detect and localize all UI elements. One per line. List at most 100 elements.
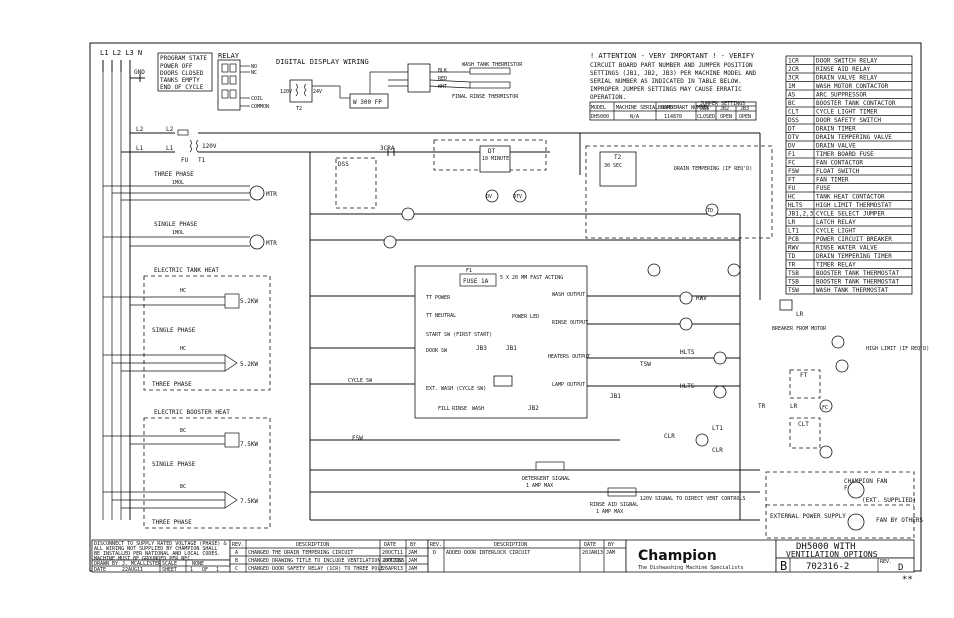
- legend-code: FT: [788, 176, 796, 183]
- svg-text:1 AMP MAX: 1 AMP MAX: [596, 509, 623, 515]
- signal-outputs: DETERGENT SIGNAL 1 AMP MAX RINSE AID SIG…: [522, 461, 745, 515]
- svg-text:EXTERNAL POWER SUPPLY: EXTERNAL POWER SUPPLY: [770, 513, 846, 520]
- latch-relay-block: LR TR LR BREAKER FROM MOTOR HIGH LIMIT (…: [758, 299, 929, 459]
- legend-description: DOOR SAFETY SWITCH: [816, 117, 881, 124]
- svg-text:7.5KW: 7.5KW: [240, 498, 258, 505]
- legend-description: CYCLE SELECT JUMPER: [816, 210, 885, 217]
- svg-text:WASH TANK THERMISTOR: WASH TANK THERMISTOR: [462, 62, 523, 68]
- svg-text:TT POWER: TT POWER: [426, 295, 451, 301]
- svg-text:J. MCALLISTER: J. MCALLISTER: [122, 561, 162, 567]
- legend-code: 2CR: [788, 66, 799, 73]
- svg-text:FSW: FSW: [352, 435, 363, 442]
- svg-text:ELECTRIC BOOSTER HEAT: ELECTRIC BOOSTER HEAT: [154, 409, 230, 416]
- svg-text:1: 1: [216, 567, 219, 573]
- svg-text:SETTINGS (JB1, JB2, JB3) PER M: SETTINGS (JB1, JB2, JB3) PER MACHINE MOD…: [590, 70, 757, 77]
- revision-cell: A: [235, 550, 238, 556]
- svg-text:The Dishwashing Machine Specia: The Dishwashing Machine Specialists: [638, 565, 743, 571]
- svg-text:DIGITAL DISPLAY WIRING: DIGITAL DISPLAY WIRING: [276, 58, 369, 66]
- svg-text:WASH: WASH: [472, 406, 484, 412]
- svg-text:WHT: WHT: [438, 84, 447, 90]
- supply-buses: [102, 60, 131, 520]
- svg-text:DESCRIPTION: DESCRIPTION: [296, 542, 329, 548]
- svg-text:TANKS EMPTY: TANKS EMPTY: [160, 77, 200, 84]
- svg-text:DSS: DSS: [338, 161, 349, 168]
- legend-code: FU: [788, 185, 796, 192]
- legend-code: HLTS: [788, 202, 803, 209]
- svg-text:SINGLE PHASE: SINGLE PHASE: [154, 221, 198, 228]
- legend-description: FAN CONTACTOR: [816, 159, 863, 166]
- legend-description: CYCLE LIGHT: [816, 227, 856, 234]
- legend-code: 3CR: [788, 74, 799, 81]
- svg-text:FINAL RINSE THERMISTOR: FINAL RINSE THERMISTOR: [452, 94, 519, 100]
- legend-description: DRAIN VALVE: [816, 142, 856, 149]
- svg-text:NONE: NONE: [192, 561, 204, 567]
- legend-description: TANK HEAT CONTACTOR: [816, 193, 885, 200]
- svg-text:114870: 114870: [664, 114, 682, 120]
- legend-code: CLT: [788, 108, 799, 115]
- svg-text:IMPROPER JUMPER SETTINGS MAY C: IMPROPER JUMPER SETTINGS MAY CAUSE ERRAT…: [590, 86, 742, 93]
- svg-text:FU: FU: [181, 157, 189, 164]
- svg-text:RED: RED: [438, 76, 447, 82]
- svg-text:OF: OF: [202, 567, 208, 573]
- svg-text:DISCONNECT TO SUPPLY RATED VOL: DISCONNECT TO SUPPLY RATED VOLTAGE (PHAS…: [94, 541, 226, 547]
- svg-text:W 300 FP: W 300 FP: [353, 99, 382, 106]
- svg-text:BC: BC: [180, 428, 186, 434]
- revision-table: REV. DESCRIPTION DATE BY REV. DESCRIPTIO…: [229, 539, 627, 573]
- svg-text:FC: FC: [822, 405, 828, 411]
- svg-text:702316-2: 702316-2: [806, 562, 849, 572]
- svg-text:LT1: LT1: [712, 425, 723, 432]
- svg-text:T2: T2: [614, 154, 622, 161]
- legend-description: FUSE: [816, 185, 831, 192]
- legend-description: WASH MOTOR CONTACTOR: [816, 83, 889, 90]
- svg-text:TT NEUTRAL: TT NEUTRAL: [426, 313, 456, 319]
- svg-text:FILL: FILL: [438, 406, 450, 412]
- svg-text:HC: HC: [180, 346, 186, 352]
- svg-text:JUMPER SETTINGS: JUMPER SETTINGS: [700, 101, 745, 107]
- svg-text:CYCLE SW: CYCLE SW: [348, 378, 373, 384]
- revision-cell: JAM: [408, 558, 417, 564]
- legend-code: FC: [788, 159, 796, 166]
- svg-text:B: B: [780, 559, 787, 573]
- svg-text:30 SEC: 30 SEC: [604, 163, 622, 169]
- legend-code: AS: [788, 91, 796, 98]
- svg-text:L1: L1: [136, 145, 144, 152]
- revision-cell: CHANGED THE DRAIN TEMPERING CIRCUIT: [248, 550, 353, 556]
- svg-text:SHEET: SHEET: [162, 567, 177, 573]
- legend-description: BOOSTER TANK THERMOSTAT: [816, 270, 899, 277]
- legend-code: BC: [788, 100, 796, 107]
- legend-description: DOOR SWITCH RELAY: [816, 57, 878, 64]
- legend-description: DRAIN TIMER: [816, 125, 856, 132]
- revision-cell: CHANGED DOOR SAFETY RELAY (1CR) TO THREE…: [248, 566, 383, 572]
- legend-description: WASH TANK THERMOSTAT: [816, 287, 889, 294]
- svg-text:5.2KW: 5.2KW: [240, 361, 258, 368]
- svg-text:5 X 20 MM FAST ACTING: 5 X 20 MM FAST ACTING: [500, 275, 563, 281]
- svg-text:HC: HC: [180, 288, 186, 294]
- revision-cell: ADDED DOOR INTERLOCK CIRCUIT: [446, 550, 530, 556]
- legend-description: LATCH RELAY: [816, 219, 856, 226]
- svg-text:DATE: DATE: [584, 542, 596, 548]
- svg-text:DATE: DATE: [384, 542, 396, 548]
- svg-text:THREE PHASE: THREE PHASE: [152, 519, 192, 526]
- legend-code: TSB: [788, 278, 799, 285]
- legend-description: FLOAT SWITCH: [816, 168, 860, 175]
- svg-text:10 MINUTE: 10 MINUTE: [482, 156, 509, 162]
- svg-text:MTR: MTR: [266, 191, 277, 198]
- svg-text:CLOSED: CLOSED: [697, 114, 715, 120]
- svg-text:ALL WIRING NOT SUPPLIED BY CHA: ALL WIRING NOT SUPPLIED BY CHAMPION SHAL…: [94, 546, 217, 552]
- drain-tempering-block: T2 30 SEC DRAIN TEMPERING (IF REQ'D) TD: [585, 145, 773, 239]
- svg-text:JB2: JB2: [528, 405, 539, 412]
- svg-text:DH5000 WITH: DH5000 WITH: [796, 542, 856, 552]
- svg-text:HEATERS OUTPUT: HEATERS OUTPUT: [548, 354, 590, 360]
- svg-text:(EXT. SUPPLIED): (EXT. SUPPLIED): [862, 497, 916, 504]
- revision-cell: D: [433, 550, 436, 556]
- svg-text:120V: 120V: [280, 89, 292, 95]
- svg-text:OPERATION.: OPERATION.: [590, 94, 626, 101]
- svg-text:MTR: MTR: [266, 240, 277, 247]
- svg-text:**: **: [902, 575, 913, 585]
- legend-description: RINSE WATER VALVE: [816, 244, 878, 251]
- svg-text:! ATTENTION - VERY IMPORTANT !: ! ATTENTION - VERY IMPORTANT ! - VERIFY: [590, 52, 755, 60]
- legend-description: TIMER RELAY: [816, 261, 856, 268]
- svg-text:LAMP OUTPUT: LAMP OUTPUT: [552, 382, 585, 388]
- svg-text:HLTS: HLTS: [680, 349, 695, 356]
- svg-text:T1: T1: [198, 157, 206, 164]
